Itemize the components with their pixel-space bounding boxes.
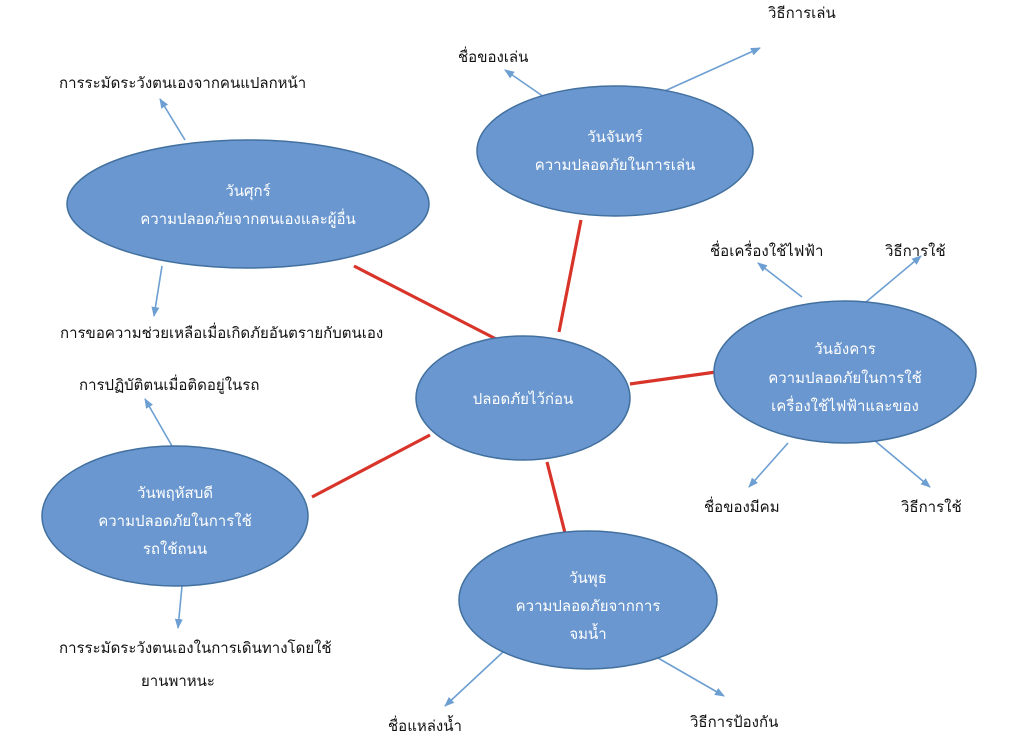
connector-thursday xyxy=(311,433,431,499)
arrow-wednesday-prevention xyxy=(657,657,725,697)
tuesday-subtitle-2: เครื่องใช้ไฟฟ้าและของ xyxy=(771,395,919,415)
label-thursday-travel-1: การระมัดระวังตนเองในการเดินทางโดยใช้ xyxy=(59,639,332,657)
node-tuesday: วันอังคาร ความปลอดภัยในการใช้ เครื่องใช้… xyxy=(713,300,977,444)
arrow-tuesday-appliance-name xyxy=(757,262,803,298)
center-title: ปลอดภัยไว้ก่อน xyxy=(473,390,573,408)
center-ellipse xyxy=(415,335,631,461)
arrow-monday-method xyxy=(657,47,761,95)
node-center: ปลอดภัยไว้ก่อน xyxy=(415,335,631,461)
thursday-title: วันพฤหัสบดี xyxy=(137,484,213,502)
label-tuesday-sharp-method: วิธีการใช้ xyxy=(900,498,961,516)
arrow-monday-name xyxy=(504,69,548,100)
node-friday: วันศุกร์ ความปลอดภัยจากตนเองและผู้อื่น xyxy=(66,139,430,269)
wednesday-title: วันพุธ xyxy=(569,569,607,588)
arrows xyxy=(144,47,931,707)
label-wednesday-water: ชื่อแหล่งน้ำ xyxy=(388,715,462,735)
tuesday-subtitle: ความปลอดภัยในการใช้ xyxy=(768,369,922,387)
friday-subtitle: ความปลอดภัยจากตนเองและผู้อื่น xyxy=(140,208,356,228)
label-friday-help: การขอความช่วยเหลือเมื่อเกิดภัยอันตรายกับ… xyxy=(60,322,383,342)
arrow-friday-help xyxy=(151,265,163,317)
tuesday-ellipse xyxy=(713,300,977,444)
wednesday-subtitle: ความปลอดภัยจากการ xyxy=(516,597,661,615)
node-monday: วันจันทร์ ความปลอดภัยในการเล่น xyxy=(476,85,754,217)
label-monday-method: วิธีการเล่น xyxy=(767,4,835,22)
connectors xyxy=(311,219,717,534)
label-thursday-incar: การปฏิบัติตนเมื่อติดอยู่ในรถ xyxy=(79,374,259,394)
thursday-ellipse xyxy=(41,445,309,587)
wednesday-ellipse xyxy=(458,530,718,670)
arrow-thursday-travel xyxy=(174,585,183,629)
wednesday-subtitle-2: จมน้ำ xyxy=(569,623,606,643)
arrow-tuesday-appliance-method xyxy=(865,255,922,303)
label-thursday-travel-2: ยานพาหนะ xyxy=(141,672,215,690)
label-monday-name: ชื่อของเล่น xyxy=(458,46,528,66)
tuesday-title: วันอังคาร xyxy=(814,340,876,358)
connector-tuesday xyxy=(629,370,717,386)
monday-subtitle: ความปลอดภัยในการเล่น xyxy=(535,156,696,174)
label-friday-strangers: การระมัดระวังตนเองจากคนแปลกหน้า xyxy=(59,74,306,92)
label-tuesday-appliance-name: ชื่อเครื่องใช้ไฟฟ้า xyxy=(710,240,823,260)
connector-wednesday xyxy=(545,461,567,534)
arrow-wednesday-water xyxy=(444,651,504,707)
labels: การระมัดระวังตนเองจากคนแปลกหน้า การขอควา… xyxy=(59,4,962,735)
arrow-tuesday-sharp-method xyxy=(873,439,931,488)
label-tuesday-appliance-method: วิธีการใช้ xyxy=(884,242,945,260)
label-tuesday-sharp-name: ชื่อของมีคม xyxy=(704,496,780,516)
arrow-thursday-incar xyxy=(144,398,173,447)
thursday-subtitle: ความปลอดภัยในการใช้ xyxy=(98,512,252,530)
arrow-friday-strangers xyxy=(159,98,186,141)
node-wednesday: วันพุธ ความปลอดภัยจากการ จมน้ำ xyxy=(458,530,718,670)
node-thursday: วันพฤหัสบดี ความปลอดภัยในการใช้ รถใช้ถนน xyxy=(41,445,309,587)
friday-ellipse xyxy=(66,139,430,269)
monday-title: วันจันทร์ xyxy=(587,128,643,146)
monday-ellipse xyxy=(476,85,754,217)
thursday-subtitle-2: รถใช้ถนน xyxy=(143,540,207,558)
label-wednesday-prevention: วิธีการป้องกัน xyxy=(689,713,778,731)
connector-monday xyxy=(557,219,583,333)
arrow-tuesday-sharp-name xyxy=(748,442,789,488)
connector-friday xyxy=(353,264,499,342)
friday-title: วันศุกร์ xyxy=(225,182,270,201)
